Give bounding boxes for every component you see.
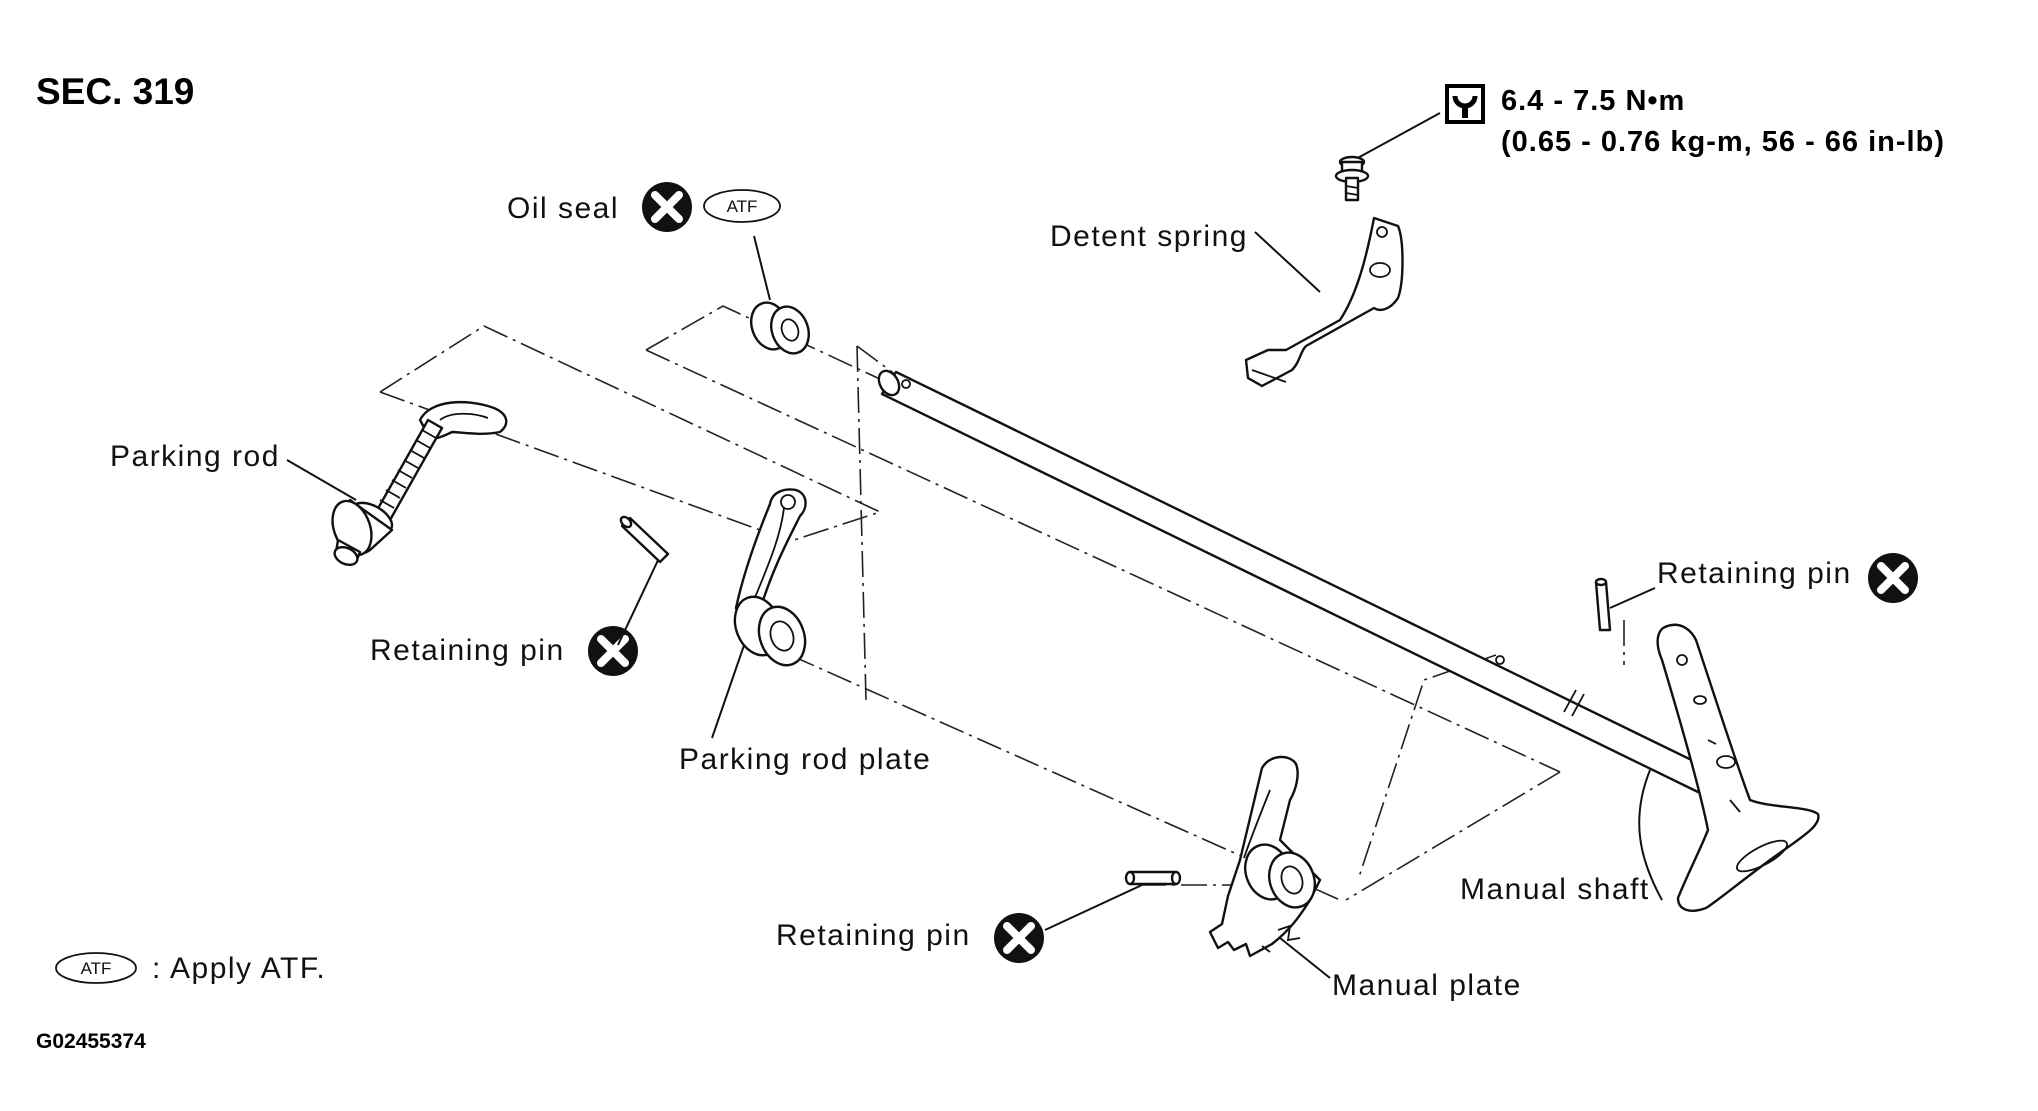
label-detent-spring: Detent spring xyxy=(1050,220,1248,253)
oil-seal xyxy=(749,301,811,355)
retaining-pin-bottom xyxy=(1124,870,1182,886)
label-oil-seal: Oil seal xyxy=(507,192,619,225)
legend-atf-badge: ATF xyxy=(81,959,112,978)
manual-plate xyxy=(1208,755,1322,958)
detent-spring-bolt xyxy=(1334,155,1370,202)
assembly-lines xyxy=(379,222,1625,901)
leader-lines xyxy=(286,112,1663,979)
torque-spec-line2: (0.65 - 0.76 kg-m, 56 - 66 in-lb) xyxy=(1501,126,1945,158)
figure-id: G02455374 xyxy=(36,1030,146,1053)
manual-shaft xyxy=(877,369,1820,912)
svg-text:ATF: ATF xyxy=(727,197,758,216)
label-manual-plate: Manual plate xyxy=(1332,969,1522,1002)
legend-text: : Apply ATF. xyxy=(152,952,326,985)
label-parking-rod-plate: Parking rod plate xyxy=(679,743,931,776)
label-parking-rod: Parking rod xyxy=(110,440,280,473)
parking-rod xyxy=(331,400,508,567)
section-number: SEC. 319 xyxy=(36,71,194,112)
replace-part-icon xyxy=(588,626,638,676)
retaining-pin-right xyxy=(1594,577,1612,632)
torque-wrench-icon xyxy=(1445,84,1485,124)
torque-spec-line1: 6.4 - 7.5 N•m xyxy=(1501,85,1685,117)
oil-seal-atf-badge: ATF xyxy=(703,189,781,223)
replace-part-icon xyxy=(1868,553,1918,603)
legend: ATF : Apply ATF. xyxy=(55,952,326,985)
replace-part-icon xyxy=(994,913,1044,963)
label-retaining-pin-right: Retaining pin xyxy=(1657,557,1852,590)
label-retaining-pin-left: Retaining pin xyxy=(370,634,565,667)
replace-part-icon xyxy=(642,182,692,232)
parking-rod-plate xyxy=(733,488,807,667)
label-manual-shaft: Manual shaft xyxy=(1460,873,1650,906)
retaining-pin-left xyxy=(619,515,670,564)
detent-spring xyxy=(1244,216,1404,388)
label-retaining-pin-bottom: Retaining pin xyxy=(776,919,971,952)
